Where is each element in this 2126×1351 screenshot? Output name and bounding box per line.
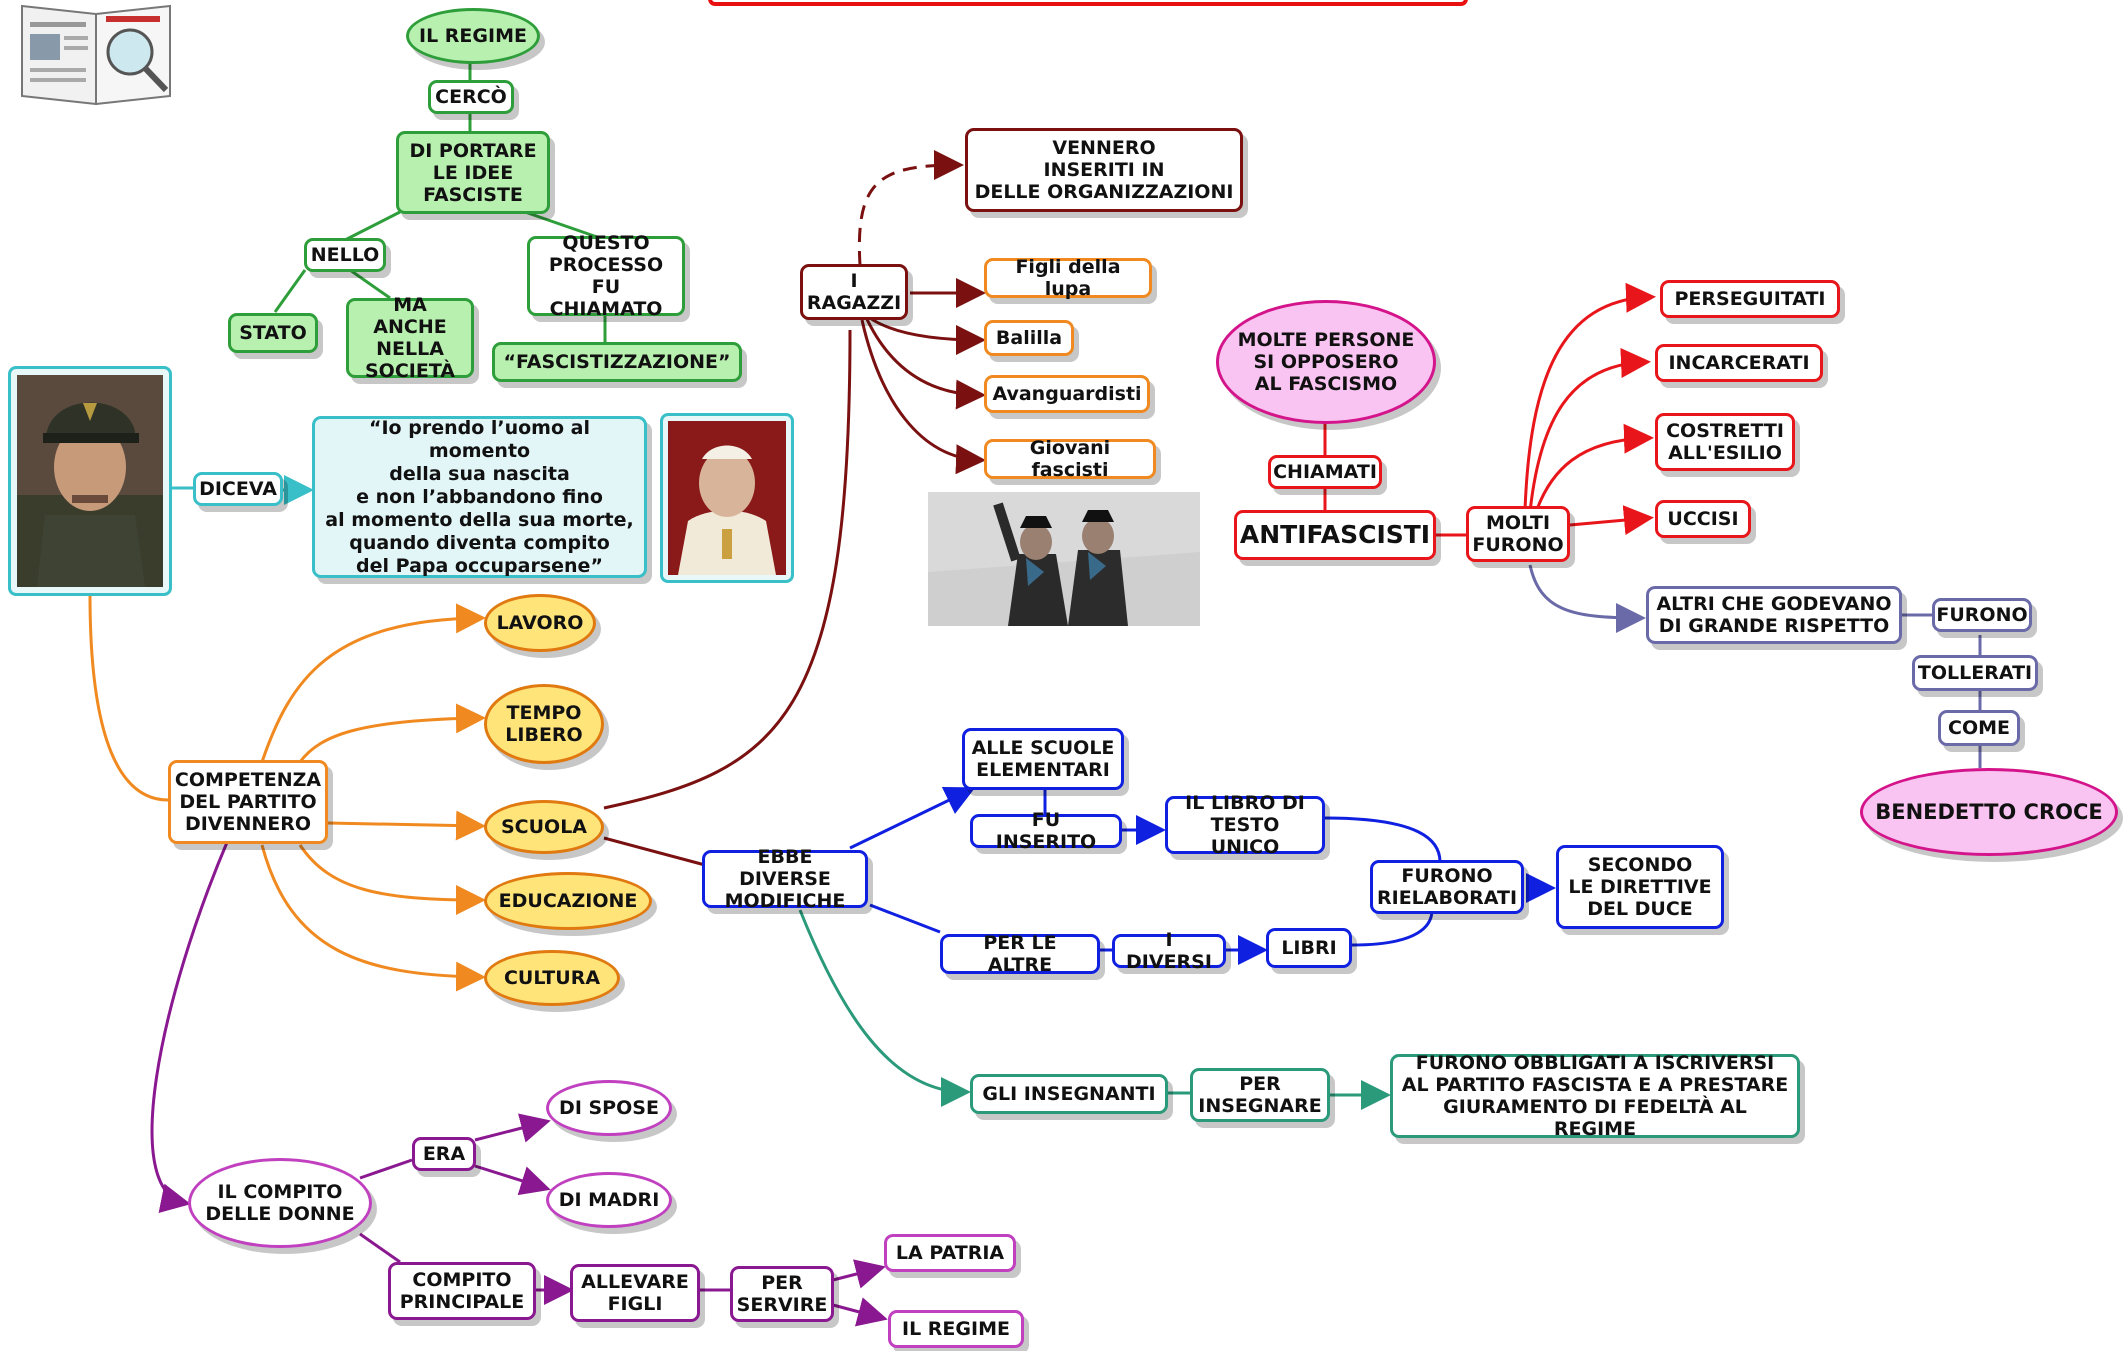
node-stato: STATO [228, 313, 318, 353]
node-il-regime-bottom: IL REGIME [888, 1310, 1024, 1348]
node-il-regime-top: IL REGIME [406, 8, 540, 64]
node-lavoro: LAVORO [484, 594, 596, 652]
node-la-patria: LA PATRIA [884, 1234, 1016, 1272]
node-benedetto-croce: BENEDETTO CROCE [1860, 768, 2118, 856]
node-per-insegnare: PER INSEGNARE [1190, 1068, 1330, 1122]
node-altri: ALTRI CHE GODEVANO DI GRANDE RISPETTO [1646, 586, 1902, 644]
node-vennero: VENNERO INSERITI IN DELLE ORGANIZZAZIONI [965, 128, 1243, 212]
node-di-madri: DI MADRI [546, 1172, 672, 1228]
node-cultura: CULTURA [484, 950, 620, 1006]
node-chiamati: CHIAMATI [1268, 455, 1382, 489]
node-gli-insegnanti: GLI INSEGNANTI [970, 1074, 1168, 1114]
mussolini-portrait [8, 366, 172, 596]
node-ma-anche: MA ANCHE NELLA SOCIETÀ [346, 294, 474, 382]
node-secondo: SECONDO LE DIRETTIVE DEL DUCE [1556, 845, 1724, 929]
node-figli-lupa: Figli della lupa [984, 256, 1152, 300]
node-nello: NELLO [304, 238, 386, 272]
title-banner-edge [708, 0, 1468, 6]
node-compito-donne: IL COMPITO DELLE DONNE [188, 1158, 372, 1248]
node-perseguitati: PERSEGUITATI [1660, 280, 1840, 318]
node-i-ragazzi: I RAGAZZI [800, 264, 908, 320]
node-tollerati: TOLLERATI [1912, 655, 2038, 691]
node-compito-principale: COMPITO PRINCIPALE [388, 1262, 536, 1320]
node-diceva: DICEVA [193, 472, 283, 506]
node-allevare: ALLEVARE FIGLI [570, 1264, 700, 1322]
node-furono-obbligati: FURONO OBBLIGATI A ISCRIVERSI AL PARTITO… [1390, 1052, 1800, 1140]
node-avanguardisti: Avanguardisti [984, 375, 1150, 413]
node-cerco: CERCÒ [428, 80, 514, 114]
node-molte-persone: MOLTE PERSONE SI OPPOSERO AL FASCISMO [1216, 300, 1436, 424]
node-tempo-libero: TEMPO LIBERO [484, 684, 604, 764]
node-questo-processo: QUESTO PROCESSO FU CHIAMATO [527, 232, 685, 320]
node-libro: IL LIBRO DI TESTO UNICO [1165, 792, 1325, 858]
children-salute-photo [928, 492, 1200, 626]
node-per-servire: PER SERVIRE [730, 1266, 834, 1322]
node-costretti: COSTRETTI ALL'ESILIO [1655, 413, 1795, 471]
node-era: ERA [412, 1137, 476, 1171]
node-come: COME [1938, 710, 2020, 746]
node-di-portare: DI PORTARE LE IDEE FASCISTE [396, 131, 550, 214]
node-quote: “Io prendo l’uomo al momento della sua n… [312, 416, 647, 578]
node-ebbe: EBBE DIVERSE MODIFICHE [702, 846, 868, 912]
node-molti-furono: MOLTI FURONO [1466, 506, 1570, 562]
node-i-diversi: I DIVERSI [1112, 929, 1226, 973]
node-incarcerati: INCARCERATI [1655, 344, 1823, 382]
node-competenza: COMPETENZA DEL PARTITO DIVENNERO [168, 760, 328, 844]
book-magnifier-icon [18, 0, 178, 108]
node-furono-rielaborati: FURONO RIELABORATI [1370, 860, 1524, 914]
node-di-spose: DI SPOSE [546, 1080, 672, 1136]
node-alle-scuole: ALLE SCUOLE ELEMENTARI [962, 728, 1124, 790]
node-per-le-altre: PER LE ALTRE [940, 932, 1100, 976]
node-fu-inserito: FU INSERITO [970, 809, 1122, 853]
node-giovani-fascisti: Giovani fascisti [984, 437, 1156, 481]
node-scuola: SCUOLA [484, 800, 604, 854]
pope-portrait [660, 413, 794, 583]
node-libri: LIBRI [1266, 928, 1352, 968]
node-educazione: EDUCAZIONE [484, 872, 652, 930]
node-fascistizzazione: “FASCISTIZZAZIONE” [492, 342, 742, 382]
node-balilla: Balilla [984, 320, 1074, 356]
node-uccisi: UCCISI [1655, 500, 1751, 538]
node-antifascisti: ANTIFASCISTI [1234, 510, 1436, 560]
node-furono-right: FURONO [1932, 598, 2032, 632]
